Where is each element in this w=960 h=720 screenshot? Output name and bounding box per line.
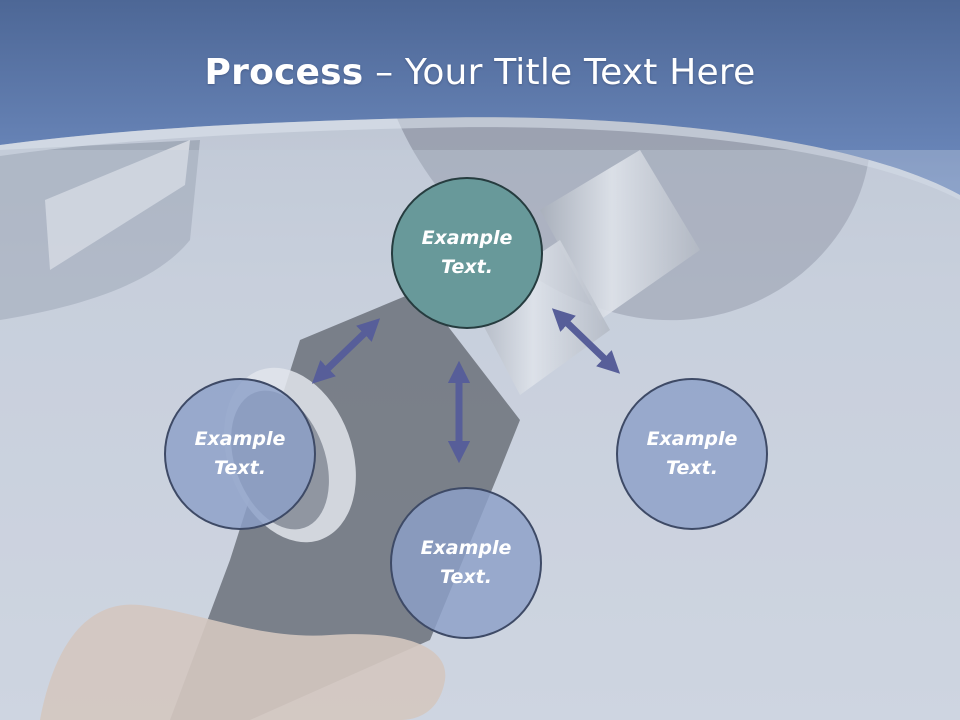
- circle-right-label: Example Text.: [646, 428, 738, 479]
- title-rest: – Your Title Text Here: [363, 52, 756, 93]
- process-circle-right: Example Text.: [616, 378, 768, 530]
- circle-left-label: Example Text.: [194, 428, 286, 479]
- double-arrow-icon: [551, 308, 621, 374]
- slide-title: Process – Your Title Text Here: [0, 52, 960, 93]
- process-circle-top: Example Text.: [391, 177, 543, 329]
- circle-top-label: Example Text.: [421, 227, 513, 278]
- circle-bottom-label: Example Text.: [420, 537, 512, 588]
- process-circle-bottom: Example Text.: [390, 487, 542, 639]
- process-circle-left: Example Text.: [164, 378, 316, 530]
- title-bold: Process: [204, 52, 364, 93]
- double-arrow-icon: [311, 318, 381, 384]
